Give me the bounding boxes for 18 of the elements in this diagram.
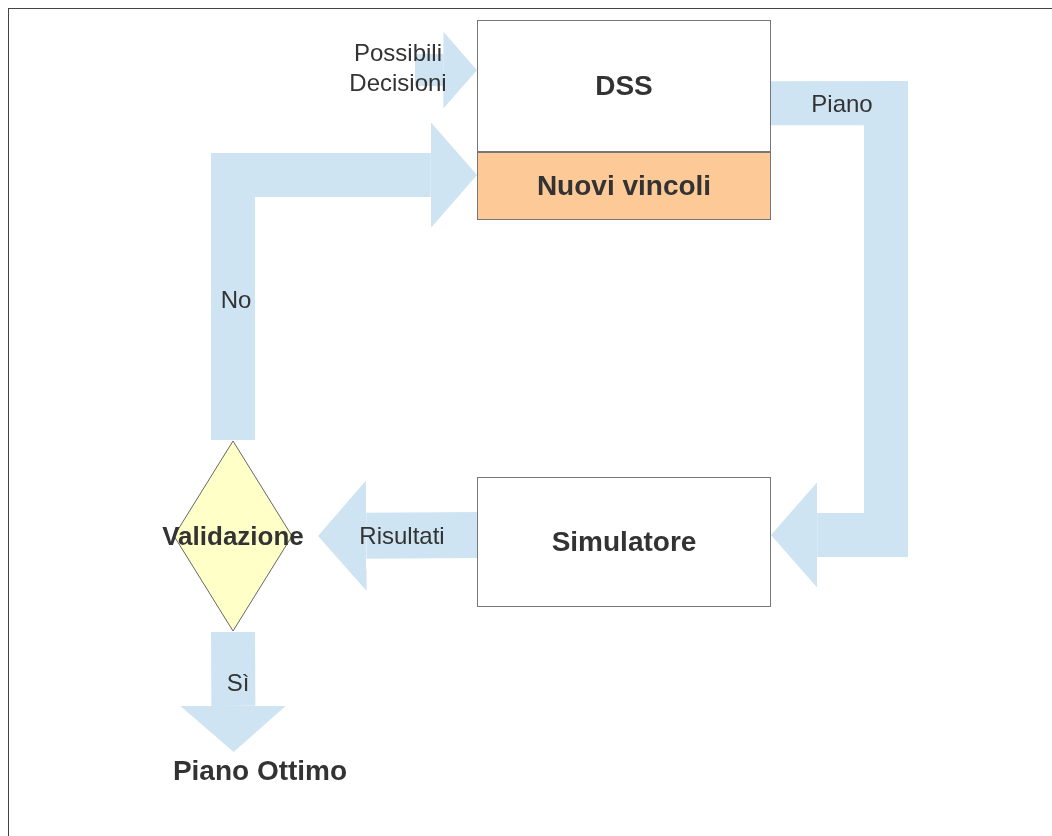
wide-arrow [318,480,478,591]
node-label: Validazione [162,519,304,553]
node-label: Simulatore [551,525,697,559]
wide-arrow [211,122,477,440]
result-label: Piano Ottimo [172,754,348,788]
process-box [477,20,771,152]
edge-label: Possibili Decisioni [348,38,448,98]
wide-arrow [180,631,287,752]
constraint-band [477,152,771,220]
edge-label: No [219,285,253,315]
edge-label: Sì [225,668,251,698]
wide-arrow [414,31,477,109]
node-label: DSS [595,69,653,103]
edge-label: Piano [810,89,874,119]
edge-label: Risultati [358,521,446,551]
node-label: Nuovi vincoli [536,169,712,203]
process-box [477,477,771,607]
wide-arrow [770,80,908,588]
